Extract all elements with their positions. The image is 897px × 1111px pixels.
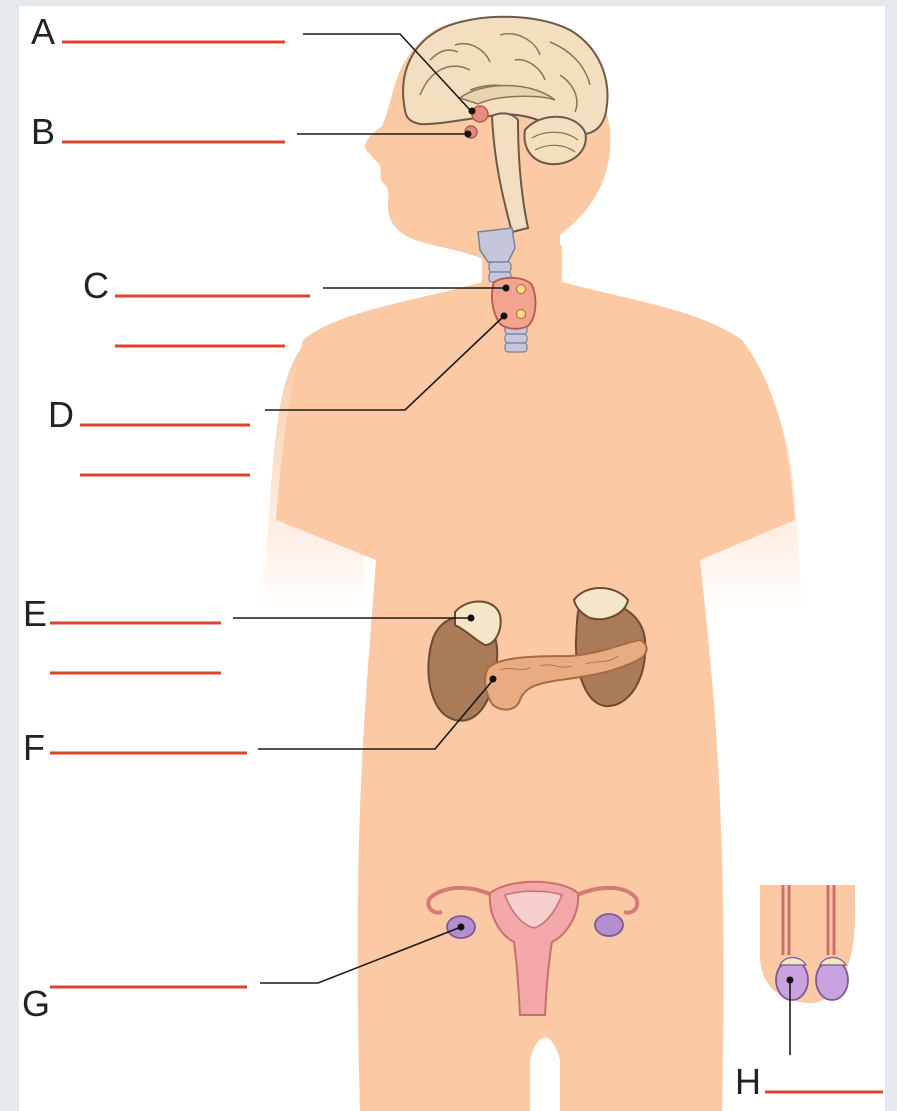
label-c: C bbox=[83, 265, 109, 306]
pointer-dot-f bbox=[490, 676, 497, 683]
pointer-dot-b bbox=[465, 131, 472, 138]
pointer-dot-c bbox=[503, 285, 510, 292]
pointer-dot-g bbox=[458, 924, 465, 931]
trachea-ring bbox=[489, 262, 511, 272]
pointer-dot-e bbox=[468, 615, 475, 622]
label-h: H bbox=[735, 1061, 761, 1102]
parathyroid bbox=[517, 285, 526, 294]
testes-icon bbox=[760, 885, 855, 1003]
trachea-ring bbox=[505, 334, 527, 343]
label-g: G bbox=[22, 983, 50, 1024]
right-testis bbox=[816, 960, 848, 1000]
label-b: B bbox=[31, 111, 55, 152]
cerebellum bbox=[524, 117, 585, 164]
label-f: F bbox=[23, 727, 45, 768]
hypothalamus bbox=[472, 106, 488, 122]
pointer-dot-h bbox=[787, 977, 794, 984]
pointer-dot-d bbox=[501, 313, 508, 320]
label-a: A bbox=[31, 11, 55, 52]
pointer-dot-a bbox=[469, 108, 476, 115]
trachea-ring bbox=[505, 343, 527, 352]
label-e: E bbox=[23, 593, 47, 634]
right-ovary bbox=[595, 914, 623, 936]
parathyroid bbox=[517, 310, 526, 319]
label-d: D bbox=[48, 394, 74, 435]
